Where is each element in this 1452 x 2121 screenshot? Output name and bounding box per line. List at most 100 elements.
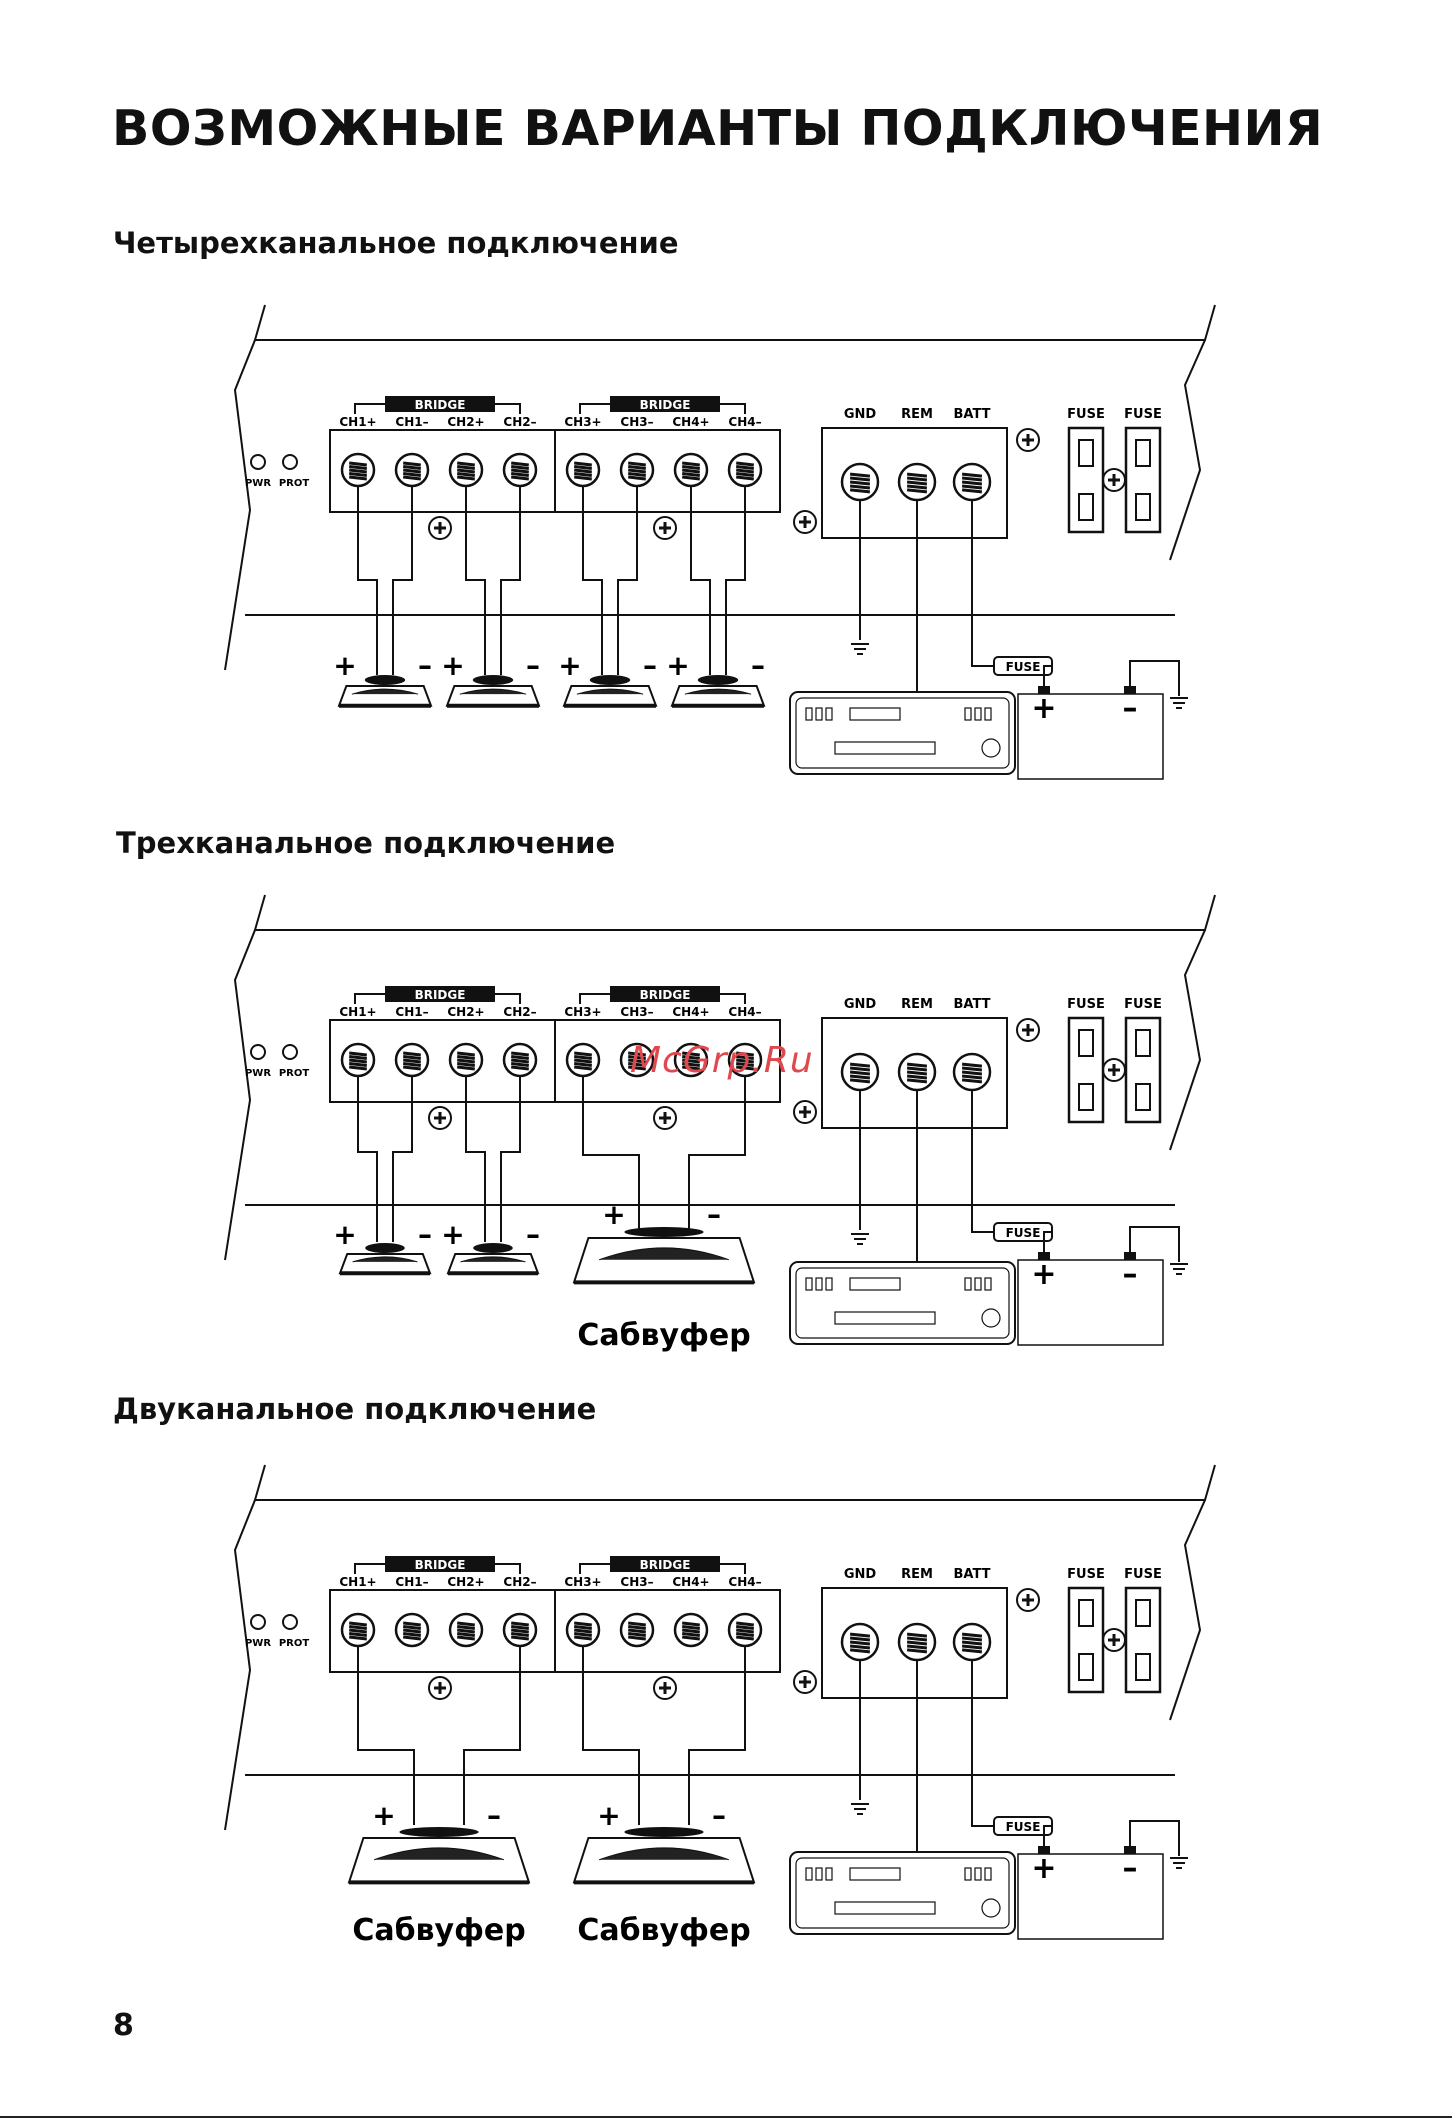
- terminal-thread: [403, 1621, 421, 1627]
- fuse-holder: [1067, 1586, 1105, 1694]
- head-unit-button: [964, 707, 972, 721]
- mount-screw: [1016, 1588, 1040, 1612]
- section-heading-two-channel: Двуканальное подключение: [113, 1392, 597, 1426]
- mount-screw-cross: [434, 1112, 446, 1124]
- terminal-thread: [457, 468, 475, 474]
- terminal-thread: [511, 1054, 529, 1060]
- terminal-thread: [349, 1062, 367, 1068]
- terminal-thread: [849, 1636, 871, 1642]
- battery-minus: –: [1123, 1851, 1138, 1886]
- terminal-thread: [736, 1051, 754, 1057]
- plus-sign: +: [372, 1799, 395, 1832]
- terminal-thread: [961, 1644, 983, 1650]
- mount-screw-cross: [659, 1682, 671, 1694]
- speaker-magnet: [624, 1827, 704, 1837]
- speaker-magnet: [589, 675, 631, 685]
- bridge-label: BRIDGE: [640, 1558, 691, 1572]
- terminal-thread: [574, 472, 592, 478]
- prot-led: [282, 1614, 298, 1630]
- head-unit-button: [964, 1277, 972, 1291]
- head-unit-button: [984, 1277, 992, 1291]
- speaker-wire: [465, 1076, 521, 1242]
- terminal-thread: [628, 1051, 646, 1057]
- head-unit-button: [974, 1867, 982, 1881]
- battery-terminal: [1124, 1252, 1136, 1260]
- speaker-surround: [460, 1256, 526, 1263]
- terminal-thread: [736, 468, 754, 474]
- battery-plus: +: [1031, 1851, 1056, 1886]
- head-unit-slot: [834, 1311, 936, 1325]
- minus-sign: –: [487, 1799, 501, 1832]
- minus-sign: –: [751, 649, 765, 682]
- terminal-thread: [736, 1635, 754, 1641]
- speaker-wire: [357, 1646, 521, 1825]
- prot-label: PROT: [279, 1068, 310, 1079]
- terminal-thread: [961, 472, 983, 478]
- terminal-thread: [628, 1054, 646, 1060]
- terminal-thread: [628, 464, 646, 470]
- terminal-thread: [628, 1621, 646, 1627]
- mount-screw-cross: [1108, 1064, 1120, 1076]
- terminal-thread: [961, 1062, 983, 1068]
- bridge-tag: [610, 396, 720, 412]
- terminal-thread: [574, 1621, 592, 1627]
- fuse-holder-label: FUSE: [1124, 407, 1162, 422]
- terminal-thread: [349, 472, 367, 478]
- terminal-thread: [349, 1632, 367, 1638]
- terminal-thread: [628, 1628, 646, 1634]
- terminal-thread: [511, 1062, 529, 1068]
- terminal-thread: [403, 1635, 421, 1641]
- head-unit-button: [805, 1277, 813, 1291]
- head-unit-button: [825, 1277, 833, 1291]
- fuse-holder-label: FUSE: [1124, 997, 1162, 1012]
- terminal-thread: [403, 461, 421, 467]
- speaker-surround: [374, 1847, 504, 1861]
- terminal-thread: [906, 1066, 928, 1072]
- channel-label: CH2–: [503, 1005, 536, 1019]
- power-terminal-block: [821, 1017, 1008, 1129]
- terminal-thread: [403, 1628, 421, 1634]
- terminal-thread: [403, 472, 421, 478]
- fuse-contact: [1078, 1599, 1094, 1627]
- terminal-thread: [961, 488, 983, 494]
- terminal-thread: [849, 1070, 871, 1076]
- battery-plus: +: [1031, 691, 1056, 726]
- fuse-holder-label: FUSE: [1124, 1567, 1162, 1582]
- terminal-thread: [849, 1078, 871, 1084]
- head-unit-bezel: [795, 697, 1010, 769]
- head-unit-display: [849, 707, 901, 721]
- mount-screw-cross: [659, 522, 671, 534]
- bridge-label: BRIDGE: [415, 398, 466, 412]
- fuse-holder: [1124, 1586, 1162, 1694]
- fuse-holder-label: FUSE: [1067, 997, 1105, 1012]
- terminal-thread: [682, 1065, 700, 1071]
- batt-wire: [1043, 1231, 1052, 1254]
- speaker-surround: [352, 1256, 418, 1263]
- head-unit-button: [815, 1277, 823, 1291]
- terminal-thread: [682, 1054, 700, 1060]
- terminal-thread: [961, 484, 983, 490]
- bottom-rule: [0, 2116, 1452, 2118]
- amp-chassis-top: [253, 304, 1216, 341]
- terminal-thread: [349, 1621, 367, 1627]
- terminal-thread: [403, 1058, 421, 1064]
- channel-label: CH4+: [672, 1005, 709, 1019]
- terminal-thread: [628, 1062, 646, 1068]
- minus-sign: –: [712, 1799, 726, 1832]
- terminal-thread: [906, 1636, 928, 1642]
- terminal-thread: [736, 1632, 754, 1638]
- speaker-terminal-block: [554, 429, 781, 513]
- channel-label: CH2+: [447, 1575, 484, 1589]
- pwr-label: PWR: [245, 478, 271, 489]
- head-unit: [789, 1851, 1016, 1935]
- channel-label: CH1–: [395, 1575, 428, 1589]
- terminal-thread: [682, 1058, 700, 1064]
- channel-label: CH2+: [447, 1005, 484, 1019]
- terminal-thread: [961, 1066, 983, 1072]
- terminal-thread: [457, 1062, 475, 1068]
- speaker-magnet: [472, 675, 514, 685]
- terminal-thread: [349, 1065, 367, 1071]
- channel-label: CH3+: [564, 415, 601, 429]
- terminal-thread: [849, 1640, 871, 1646]
- bridge-tag: [610, 986, 720, 1002]
